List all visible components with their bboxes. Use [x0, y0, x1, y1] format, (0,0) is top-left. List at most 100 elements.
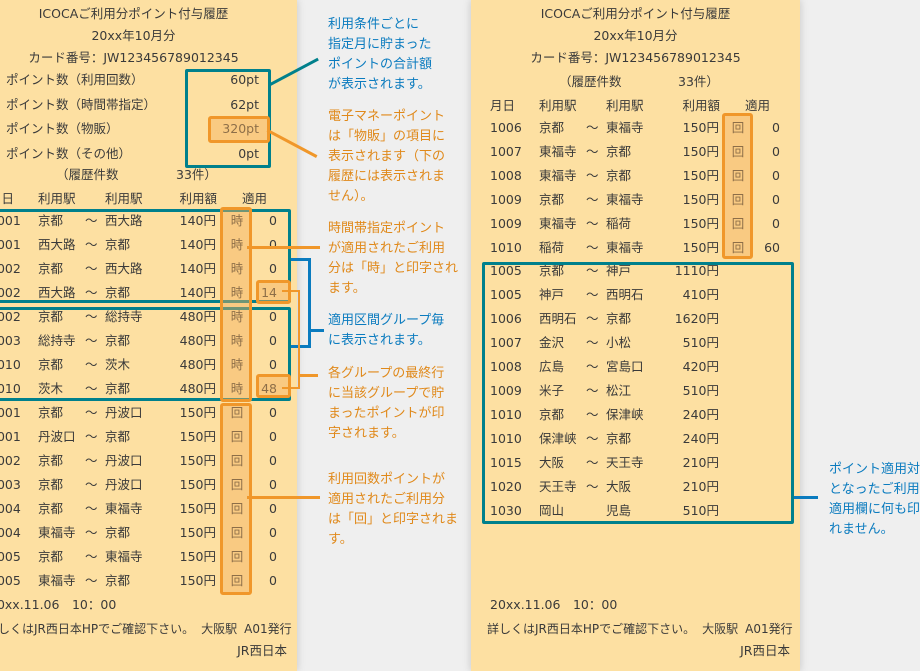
- column-header: 利用額: [179, 191, 217, 206]
- row-mark: 時: [230, 285, 244, 300]
- row-date: 1010: [490, 431, 522, 446]
- row-date: 1005: [0, 573, 21, 588]
- row-from-station: 天王寺: [539, 479, 577, 494]
- row-tilde: ～: [85, 501, 98, 516]
- right-count-mark-highlight: [722, 113, 753, 259]
- row-to-station: 京都: [105, 333, 131, 348]
- row-points: 0: [269, 501, 277, 516]
- row-from-station: 京都: [38, 549, 64, 564]
- row-date: 1006: [490, 311, 522, 326]
- row-to-station: 京都: [105, 573, 131, 588]
- row-to-station: 西大路: [105, 213, 143, 228]
- annotation-count-points: 利用回数ポイントが 適用されたご利用分 は「回」と印字されま す。: [328, 472, 459, 547]
- row-date: 1002: [0, 285, 21, 300]
- row-amount: 150円: [682, 144, 719, 159]
- row-mark: 回: [731, 120, 745, 135]
- row-mark: 回: [731, 216, 745, 231]
- row-date: 1010: [0, 357, 21, 372]
- row-from-station: 西大路: [38, 237, 76, 252]
- row-mark: 回: [731, 168, 745, 183]
- receipt-title: ICOCAご利用分ポイント付与履歴: [540, 6, 731, 21]
- station: 大阪駅: [702, 622, 739, 636]
- row-tilde: ～: [586, 144, 599, 159]
- row-from-station: 東福寺: [38, 525, 76, 540]
- row-date: 1030: [490, 503, 522, 518]
- group-2-points-highlight: [256, 374, 291, 398]
- row-from-station: 岡山: [539, 503, 565, 518]
- row-amount: 150円: [179, 501, 216, 516]
- annotation-last-row: 各グループの最終行 に当該グループで貯 まったポイントが印 字されます。: [328, 366, 445, 441]
- column-header: 利用駅: [105, 191, 143, 206]
- row-to-station: 京都: [606, 168, 632, 183]
- row-date: 1001: [0, 237, 21, 252]
- connector-line: [282, 387, 300, 389]
- row-amount: 150円: [179, 525, 216, 540]
- connector-line: [247, 496, 320, 499]
- row-mark: 回: [230, 405, 244, 420]
- row-from-station: 金沢: [539, 335, 565, 350]
- row-from-station: 米子: [539, 383, 565, 398]
- row-tilde: ～: [586, 407, 599, 422]
- history-count-label: （履歴件数: [559, 74, 622, 89]
- row-amount: 240円: [682, 431, 719, 446]
- connector-line: [291, 345, 311, 348]
- row-from-station: 京都: [539, 263, 565, 278]
- row-mark: 回: [230, 429, 244, 444]
- points-value: 62pt: [230, 96, 259, 112]
- row-tilde: ～: [586, 311, 599, 326]
- row-to-station: 京都: [105, 285, 131, 300]
- column-header: 利用駅: [539, 98, 577, 113]
- row-points: 0: [269, 237, 277, 252]
- company: JR西日本: [740, 643, 790, 658]
- row-tilde: ～: [85, 453, 98, 468]
- row-to-station: 大阪: [606, 479, 632, 494]
- row-mark: 回: [230, 573, 244, 588]
- points-label: ポイント数（その他）: [6, 145, 132, 161]
- points-label: ポイント数（利用回数）: [6, 72, 144, 87]
- row-amount: 480円: [179, 357, 216, 372]
- connector-line: [298, 290, 300, 389]
- row-tilde: ～: [586, 287, 599, 302]
- row-amount: 480円: [179, 333, 216, 348]
- row-tilde: ～: [586, 431, 599, 446]
- connector-line: [308, 258, 311, 348]
- goods-points-highlight: [208, 116, 270, 143]
- row-tilde: ～: [85, 429, 98, 444]
- row-mark: 時: [230, 237, 244, 252]
- row-mark: 回: [230, 477, 244, 492]
- row-from-station: 京都: [38, 501, 64, 516]
- row-tilde: ～: [586, 216, 599, 231]
- row-date: 1005: [490, 287, 522, 302]
- row-to-station: 京都: [606, 144, 632, 159]
- row-amount: 480円: [179, 381, 216, 396]
- row-points: 0: [269, 333, 277, 348]
- row-date: 1015: [490, 455, 522, 470]
- row-date: 1005: [0, 549, 21, 564]
- row-from-station: 総持寺: [38, 333, 76, 348]
- row-date: 1009: [490, 383, 522, 398]
- row-to-station: 稲荷: [606, 216, 632, 231]
- row-date: 1008: [490, 168, 522, 183]
- row-amount: 150円: [682, 120, 719, 135]
- annotation-time-points: 時間帯指定ポイント が適用されたご利用 分は「時」と印字され ます。: [328, 221, 459, 296]
- row-tilde: ～: [586, 192, 599, 207]
- row-from-station: 京都: [539, 120, 565, 135]
- row-date: 1010: [0, 381, 21, 396]
- row-tilde: ～: [85, 525, 98, 540]
- row-from-station: 京都: [38, 309, 64, 324]
- row-to-station: 天王寺: [606, 455, 644, 470]
- row-to-station: 京都: [105, 381, 131, 396]
- connector-line: [298, 374, 318, 377]
- row-tilde: ～: [85, 285, 98, 300]
- receipt-left: ICOCAご利用分ポイント付与履歴 20xx年10月分 カード番号：JW1234…: [0, 0, 297, 671]
- row-to-station: 宮島口: [606, 359, 644, 374]
- row-to-station: 東福寺: [606, 192, 644, 207]
- row-tilde: ～: [586, 168, 599, 183]
- group-1-highlight: [0, 209, 291, 303]
- row-to-station: 丹波口: [105, 453, 143, 468]
- row-amount: 420円: [682, 359, 719, 374]
- row-to-station: 西大路: [105, 261, 143, 276]
- row-to-station: 小松: [606, 335, 632, 350]
- row-tilde: ～: [586, 263, 599, 278]
- row-amount: 150円: [682, 168, 719, 183]
